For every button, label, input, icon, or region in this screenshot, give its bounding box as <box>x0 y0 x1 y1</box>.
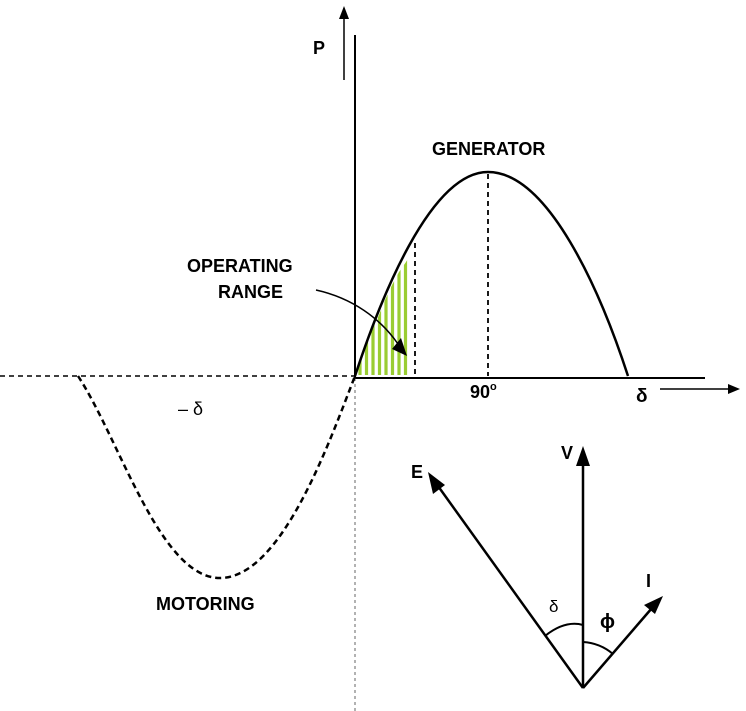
motoring-label: MOTORING <box>156 594 255 614</box>
phasor-e-line <box>436 485 585 689</box>
phasor-e-label: E <box>411 462 423 482</box>
delta-axis-label: δ <box>636 386 648 407</box>
operating-range-label-1: OPERATING <box>187 256 293 276</box>
phasor-i-head <box>644 596 663 614</box>
phasor-i-line <box>582 607 653 689</box>
phi-angle-arc <box>582 641 614 655</box>
phasor-v-head <box>576 446 590 466</box>
phasor-e-head <box>428 472 445 494</box>
generator-label: GENERATOR <box>432 139 545 159</box>
operating-range-label-2: RANGE <box>218 282 283 302</box>
phasor-diagram: E V I δ ϕ <box>411 443 663 689</box>
ninety-degree-label: 90o <box>470 381 497 402</box>
motoring-curve <box>76 375 357 580</box>
operating-range-arrow-head <box>392 338 407 356</box>
p-axis-label: P <box>313 38 325 58</box>
operating-range-hatch <box>355 250 414 375</box>
phi-angle-label: ϕ <box>600 611 615 633</box>
phasor-i-label: I <box>646 571 651 591</box>
delta-angle-label: δ <box>549 597 558 616</box>
phasor-v-label: V <box>561 443 573 463</box>
delta-angle-arc <box>544 622 584 637</box>
delta-arrow-head <box>728 384 740 394</box>
neg-delta-label: – δ <box>178 399 203 419</box>
generator-curve <box>353 170 630 377</box>
operating-range-pointer <box>315 289 399 345</box>
p-arrow-head <box>339 6 349 19</box>
